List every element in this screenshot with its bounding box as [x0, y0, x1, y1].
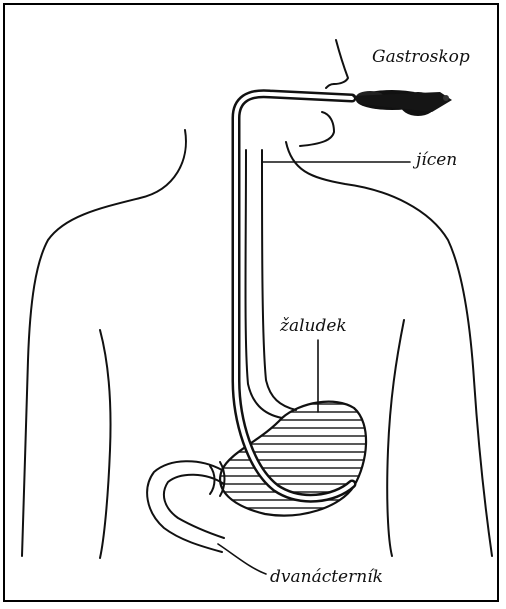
- gastroscope-tube-inner: [236, 94, 352, 498]
- leader-dvanactnik: [218, 544, 266, 574]
- chin-line: [300, 112, 334, 146]
- left-inner-arm-line: [100, 330, 111, 558]
- body-outline: [22, 130, 492, 558]
- nose-line: [334, 40, 348, 84]
- esophagus: [246, 150, 297, 418]
- duodenum: [147, 461, 224, 552]
- gastroscope-tube-outer: [236, 94, 352, 498]
- right-inner-arm-line: [387, 320, 404, 556]
- label-zaludek: žaludek: [280, 316, 347, 336]
- upper-lip-line: [326, 84, 334, 88]
- gastroscope-handle: [352, 90, 452, 116]
- label-jicen: jícen: [416, 150, 457, 170]
- esophagus-right-wall: [262, 150, 296, 410]
- gastroscope-tube: [236, 94, 352, 498]
- label-gastroskop: Gastroskop: [372, 47, 470, 67]
- esophagus-left-wall: [246, 150, 283, 418]
- pylorus-ring: [210, 466, 215, 494]
- label-dvanactnik: dvanácterník: [270, 567, 383, 587]
